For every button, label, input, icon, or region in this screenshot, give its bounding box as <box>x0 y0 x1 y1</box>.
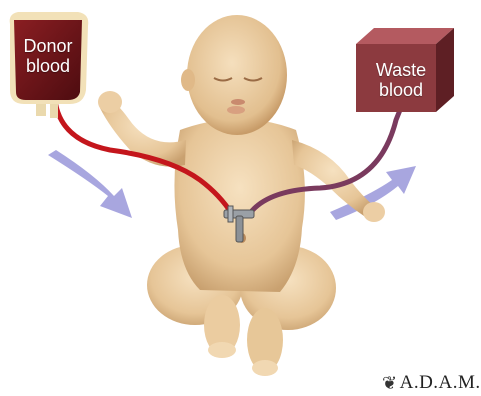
leaf-icon: ❦ <box>382 373 398 394</box>
adam-logo: ❦ A.D.A.M. <box>382 372 481 394</box>
baby-left-fist <box>98 91 122 113</box>
inflow-arrow <box>48 150 132 218</box>
waste-blood-label: Waste blood <box>364 60 438 100</box>
baby-head <box>187 15 287 135</box>
brand-name: A.D.A.M. <box>400 372 481 394</box>
baby-right-fist <box>363 202 385 222</box>
baby-torso <box>174 119 304 292</box>
donor-blood-label: Donor blood <box>16 36 80 76</box>
